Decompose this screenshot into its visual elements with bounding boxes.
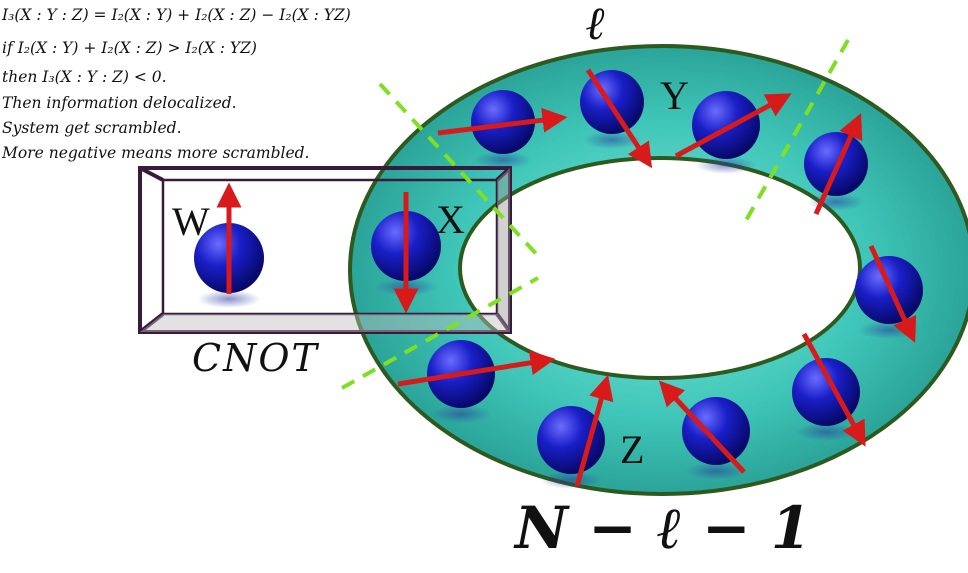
label-W: W — [172, 199, 210, 244]
sphere-shadow — [430, 405, 492, 423]
label-X: X — [436, 197, 465, 242]
spin-arrow — [801, 332, 866, 447]
label-Y: Y — [660, 73, 689, 118]
sphere — [471, 90, 535, 154]
sphere-shadow — [795, 423, 857, 441]
qubit-ring-2 — [580, 68, 653, 169]
sphere-shadow — [695, 156, 757, 174]
note-scrambled: System get scrambled. — [2, 119, 182, 137]
spin-arrow — [397, 350, 556, 387]
qubit-ring-6 — [792, 332, 866, 447]
sphere — [682, 397, 750, 465]
spin-arrow — [437, 107, 568, 136]
cut-line-left-upper — [378, 82, 542, 260]
sphere-shadow — [685, 462, 747, 480]
sphere-shadow — [474, 151, 532, 169]
equation-condition: if I₂(X : Y) + I₂(X : Z) > I₂(X : YZ) — [2, 39, 257, 57]
label-ell-top: ℓ — [586, 0, 606, 50]
sphere-shadow — [540, 471, 602, 489]
qubit-ring-4 — [804, 113, 868, 216]
sphere-shadow — [583, 131, 641, 149]
sphere — [537, 406, 605, 474]
qubit-ring-8 — [537, 374, 614, 489]
qubit-spheres — [194, 68, 923, 489]
sphere — [580, 70, 644, 134]
note-more-negative: More negative means more scrambled. — [2, 144, 310, 162]
label-cnot: CNOT — [192, 336, 319, 380]
equation-conclusion: then I₃(X : Y : Z) < 0. — [2, 68, 167, 86]
spin-arrow — [813, 113, 863, 216]
qubit-X — [371, 192, 441, 314]
cut-line-left-lower — [341, 276, 539, 390]
label-bottom-formula: N − ℓ − 1 — [515, 494, 812, 562]
spin-arrow — [574, 374, 614, 487]
spin-arrow — [674, 93, 792, 159]
sphere — [692, 91, 760, 159]
cut-line-right — [742, 39, 850, 225]
spin-arrow — [868, 244, 917, 343]
qubit-ring-9 — [397, 340, 556, 423]
label-Z: Z — [620, 427, 645, 472]
qubit-W — [194, 182, 264, 308]
region-cut-lines — [341, 39, 850, 390]
note-delocalized: Then information delocalized. — [2, 94, 237, 112]
sphere-shadow — [197, 290, 261, 308]
qubit-ring-3 — [674, 91, 792, 174]
spin-arrow — [658, 380, 746, 474]
qubit-ring-1 — [437, 90, 568, 169]
qubit-ring-7 — [658, 380, 750, 480]
qubit-ring-5 — [855, 244, 923, 343]
equation-i3-definition: I₃(X : Y : Z) = I₂(X : Y) + I₂(X : Z) − … — [2, 6, 351, 24]
cnot-box — [138, 166, 512, 334]
spin-arrow — [585, 68, 653, 169]
